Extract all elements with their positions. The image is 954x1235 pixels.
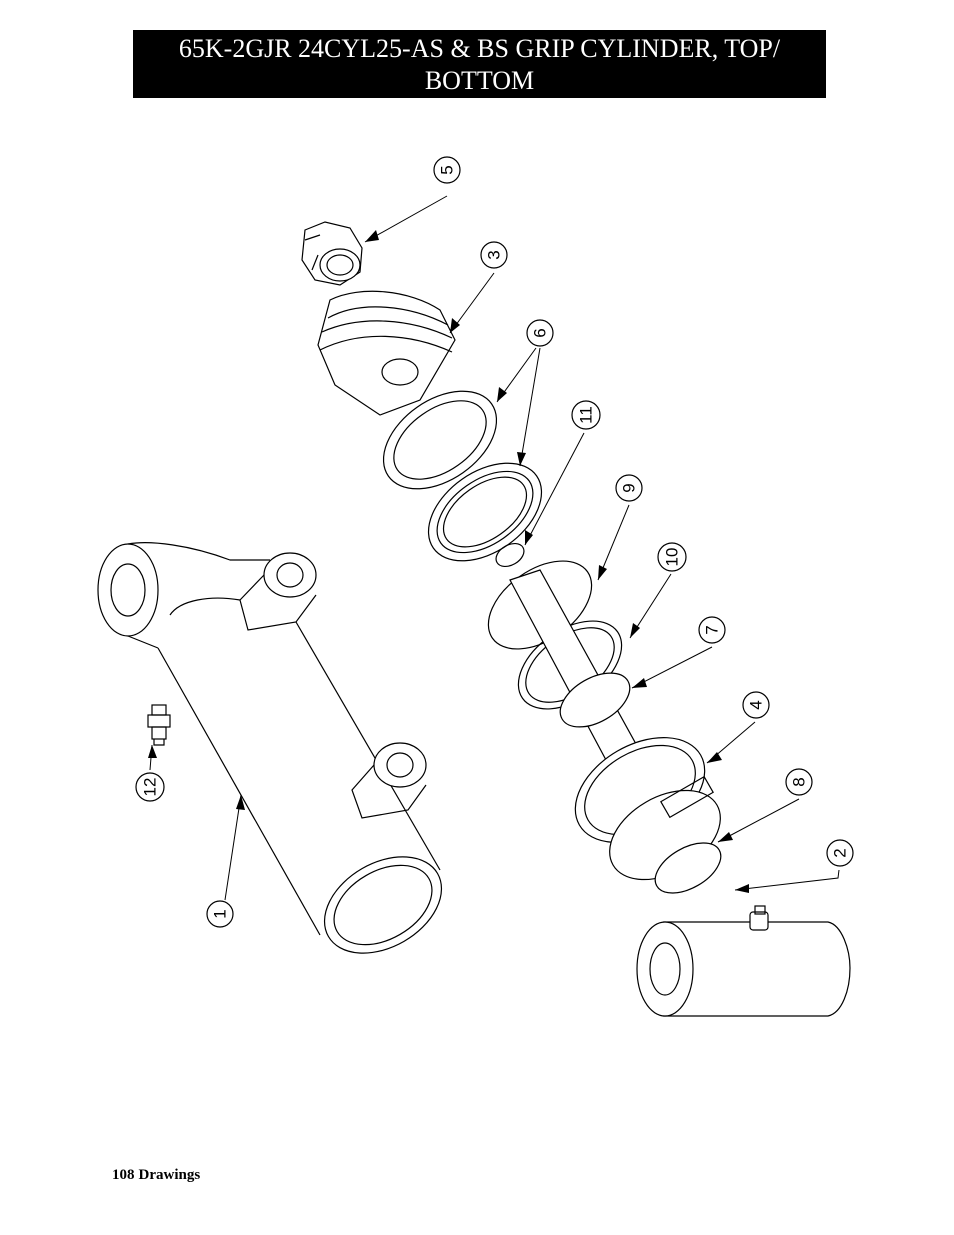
rod-eye-part [636,905,851,1017]
callout-balloon-6: 6 [526,319,554,347]
callout-balloon-4: 4 [742,691,770,719]
svg-text:10: 10 [663,548,682,567]
svg-text:3: 3 [485,250,504,259]
callout-balloon-5: 5 [433,156,461,184]
callout-balloon-8: 8 [785,768,813,796]
page-title-bar: 65K-2GJR 24CYL25-AS & BS GRIP CYLINDER, … [133,30,826,98]
page-title: 65K-2GJR 24CYL25-AS & BS GRIP CYLINDER, … [178,34,781,95]
section-name: Drawings [138,1167,201,1183]
callout-balloon-7: 7 [698,616,726,644]
page-number: 108 [112,1167,135,1183]
svg-text:1: 1 [211,909,230,918]
callout-balloon-1: 1 [206,900,234,928]
callout-balloon-2: 2 [826,839,854,867]
svg-text:4: 4 [747,700,766,709]
grease-fitting-part-left [147,704,171,746]
svg-text:8: 8 [790,777,809,786]
callout-balloon-3: 3 [480,241,508,269]
lock-nut-part [301,221,363,286]
callout-balloon-10: 10 [657,542,687,572]
svg-text:2: 2 [831,848,850,857]
svg-text:12: 12 [141,778,160,797]
callout-balloon-9: 9 [615,474,643,502]
leader-arrowheads [148,230,749,893]
svg-text:11: 11 [577,406,596,424]
piston-rod-assembly [487,560,722,894]
o-ring-part [495,542,525,568]
callout-balloon-12: 12 [135,772,165,802]
cylinder-barrel-part [97,542,443,954]
gland-part [317,290,456,416]
svg-text:7: 7 [703,625,722,634]
callout-balloon-11: 11 [571,400,601,430]
svg-text:6: 6 [531,328,550,337]
seal-rings-part [382,390,543,562]
svg-text:5: 5 [438,165,457,174]
callout-balloons: 5 3 6 11 9 10 7 4 [135,156,854,928]
svg-text:9: 9 [620,483,639,492]
